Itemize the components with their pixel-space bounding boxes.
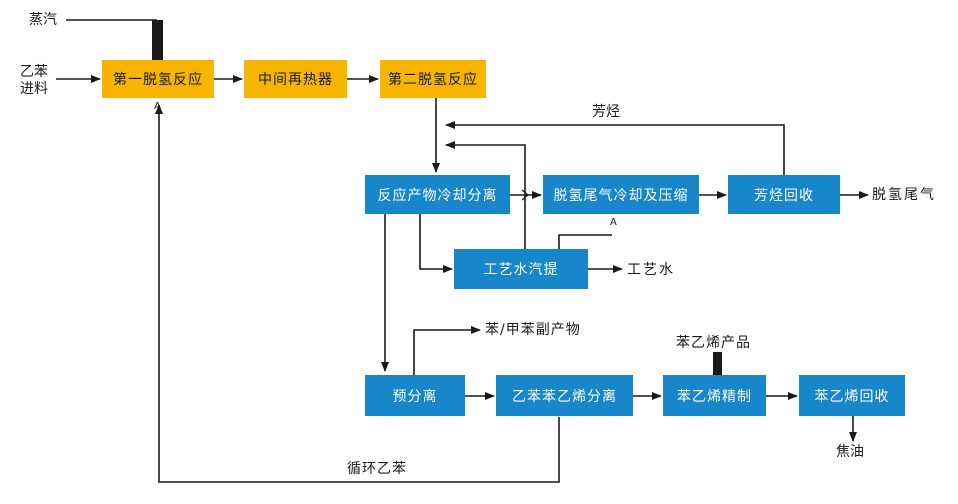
node-pre-sep: 预分离 xyxy=(365,375,465,416)
node-reheater: 中间再热器 xyxy=(244,60,347,98)
node-cool-sep: 反应产物冷却分离 xyxy=(365,175,510,214)
label-recycle-eb: 循环乙苯 xyxy=(347,461,407,477)
label-steam: 蒸汽 xyxy=(29,12,57,28)
stripper-return-arrow xyxy=(445,141,526,249)
node-sm-refine: 苯乙烯精制 xyxy=(663,375,766,416)
sm-product-stub xyxy=(713,352,722,377)
node-aromatics-recovery: 芳烃回收 xyxy=(728,175,840,214)
label-eb-feed-2: 进料 xyxy=(20,81,48,97)
node-sm-recovery: 苯乙烯回收 xyxy=(799,375,905,416)
label-eb-feed-1: 乙苯 xyxy=(20,64,48,80)
label-process-water: 工艺水 xyxy=(627,262,675,278)
coolsep-to-strip-arrow xyxy=(419,214,453,273)
label-marker-a-top: A xyxy=(610,217,617,228)
crossover-mark xyxy=(521,189,529,201)
steam-inlet-stub xyxy=(152,20,163,60)
label-benzene-toluene: 苯/甲苯副产物 xyxy=(485,322,581,338)
node-water-strip: 工艺水汽提 xyxy=(454,249,588,289)
label-aromatics: 芳烃 xyxy=(592,104,620,120)
recycle-eb-arrow xyxy=(155,104,560,483)
label-sm-product: 苯乙烯产品 xyxy=(676,335,751,351)
node-eb-sm-sep: 乙苯苯乙烯分离 xyxy=(496,375,633,416)
label-tar: 焦油 xyxy=(836,444,864,460)
node-dehydro-1: 第一脱氢反应 xyxy=(102,60,214,98)
label-marker-a-left: A xyxy=(154,101,161,112)
label-tail-gas: 脱氢尾气 xyxy=(872,187,936,203)
node-tailgas-comp: 脱氢尾气冷却及压缩 xyxy=(543,175,699,214)
node-dehydro-2: 第二脱氢反应 xyxy=(380,60,486,98)
byproduct-arrow xyxy=(413,326,481,375)
aromatics-return-arrow xyxy=(445,121,785,175)
marker-a-line xyxy=(558,234,612,249)
